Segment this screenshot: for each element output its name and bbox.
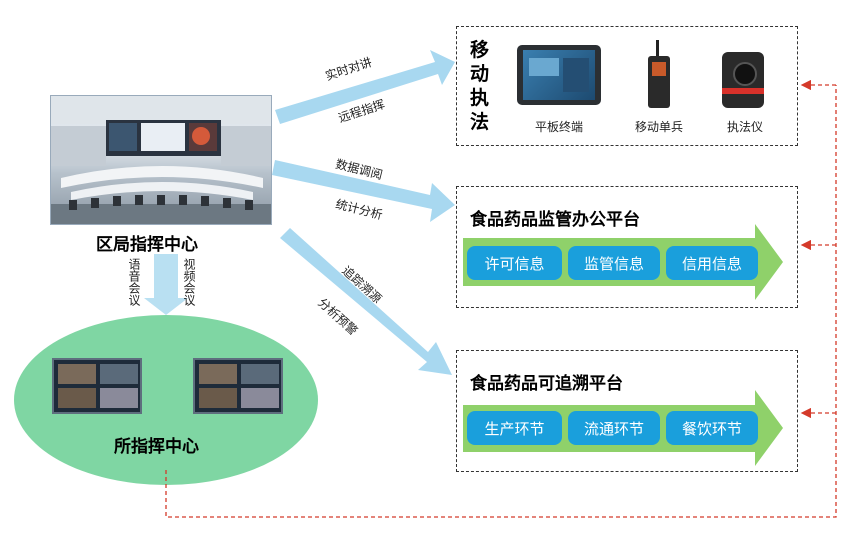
device-label-tablet: 平板终端 <box>534 120 583 134</box>
arrow-down-to-sub <box>144 254 188 315</box>
office-platform-title: 食品药品监管办公平台 <box>470 210 640 230</box>
arrow-to-mobile <box>275 50 455 124</box>
device-label-radio: 移动单兵 <box>634 120 683 134</box>
arrow-to-office <box>272 160 455 222</box>
pill-production: 生产环节 <box>467 411 562 445</box>
device-label-body-camera: 执法仪 <box>726 120 763 134</box>
pill-circulation: 流通环节 <box>568 411 660 445</box>
video-meeting-label: 视频会议 <box>182 258 196 306</box>
command-center-image <box>50 95 272 225</box>
mobile-enforcement-box <box>456 26 798 146</box>
office-platform-box <box>456 186 798 308</box>
trace-platform-title: 食品药品可追溯平台 <box>470 374 623 394</box>
tablet-icon <box>517 45 601 105</box>
pill-supervision-info: 监管信息 <box>568 246 660 280</box>
arrow-to-trace <box>280 228 452 375</box>
radio-icon <box>648 40 670 110</box>
sub-center-label: 所指挥中心 <box>114 437 199 457</box>
pill-credit-info: 信用信息 <box>666 246 758 280</box>
red-dashed-feedback <box>165 79 837 518</box>
mobile-enforcement-title: 移动执法 <box>470 39 490 133</box>
pill-license-info: 许可信息 <box>467 246 562 280</box>
sub-center-ellipse <box>14 315 318 485</box>
sub-center-screen-right <box>193 358 283 414</box>
command-center-label: 区局指挥中心 <box>96 235 198 255</box>
control-room-illustration <box>51 96 271 224</box>
voice-meeting-label: 语音会议 <box>127 258 141 306</box>
pill-catering: 餐饮环节 <box>666 411 758 445</box>
sub-center-screen-left <box>52 358 142 414</box>
body-camera-icon <box>722 52 764 108</box>
trace-platform-box <box>456 350 798 472</box>
